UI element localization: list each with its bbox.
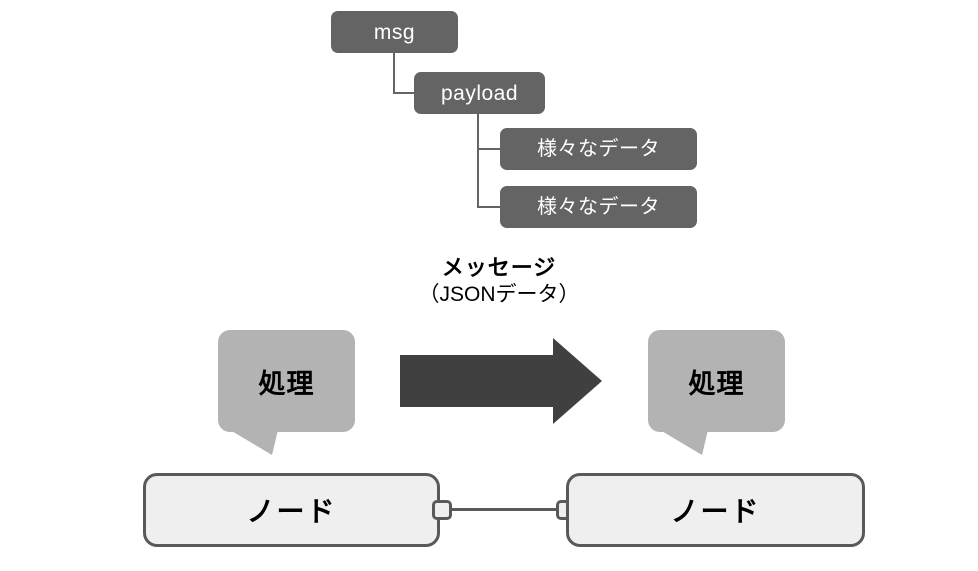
tree-node-data-1[interactable]: 様々なデータ <box>500 128 697 170</box>
tree-connector-msg-payload-horizontal <box>393 92 416 94</box>
right-node-box[interactable]: ノード <box>566 473 865 547</box>
tree-node-payload[interactable]: payload <box>414 72 545 114</box>
node-connection-wire[interactable] <box>450 508 560 511</box>
tree-connector-payload-children-vertical <box>477 114 479 208</box>
right-process-bubble-tail <box>660 430 708 455</box>
message-flow-arrow-icon <box>400 338 602 424</box>
right-process-bubble[interactable]: 処理 <box>648 330 785 457</box>
left-process-bubble-body: 処理 <box>218 330 355 432</box>
message-caption-line1: メッセージ <box>441 255 557 280</box>
tree-connector-msg-payload-vertical <box>393 52 395 93</box>
tree-node-msg[interactable]: msg <box>331 11 458 53</box>
tree-node-data-1-label: 様々なデータ <box>537 138 660 160</box>
tree-node-msg-label: msg <box>373 20 416 44</box>
tree-connector-payload-data2-horizontal <box>477 206 502 208</box>
left-process-bubble[interactable]: 処理 <box>218 330 355 457</box>
left-node-box[interactable]: ノード <box>143 473 440 547</box>
right-process-bubble-body: 処理 <box>648 330 785 432</box>
left-node-label: ノード <box>246 496 337 527</box>
right-node-label: ノード <box>670 496 761 527</box>
left-node-output-port[interactable] <box>432 500 452 520</box>
tree-node-data-2[interactable]: 様々なデータ <box>500 186 697 228</box>
tree-node-payload-label: payload <box>440 81 519 105</box>
message-caption-line2: （JSONデータ） <box>418 282 580 306</box>
tree-node-data-2-label: 様々なデータ <box>537 196 660 218</box>
tree-connector-payload-data1-horizontal <box>477 148 502 150</box>
left-process-bubble-tail <box>230 430 278 455</box>
message-caption: メッセージ （JSONデータ） <box>389 255 609 307</box>
left-process-bubble-label: 処理 <box>258 368 315 399</box>
right-process-bubble-label: 処理 <box>688 368 745 399</box>
